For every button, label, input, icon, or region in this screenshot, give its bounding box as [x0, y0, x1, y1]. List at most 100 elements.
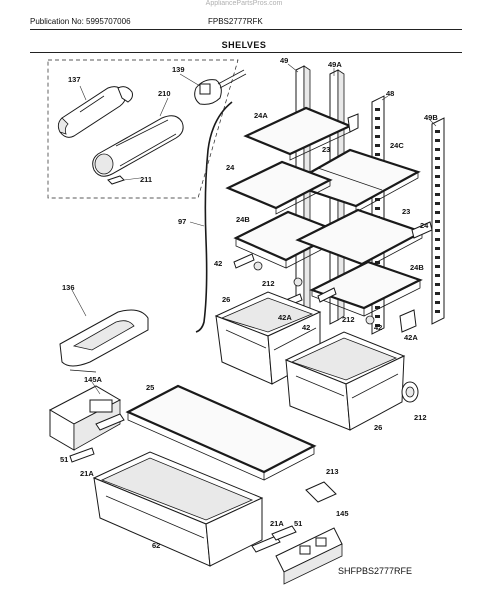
callout-213: 213 [326, 467, 339, 476]
ladder-slot [435, 238, 440, 241]
callout-211: 211 [140, 175, 152, 184]
crisper-drawer-26-left [214, 291, 322, 385]
callout-212-mid: 212 [342, 315, 355, 324]
dairy-door-145 [275, 527, 343, 585]
glass-shelf-24A [243, 106, 359, 161]
roller-212-b [293, 277, 303, 287]
section-title: SHELVES [221, 40, 267, 50]
callout-26-right: 26 [374, 423, 382, 432]
callout-42-left: 42 [214, 259, 222, 268]
ladder-slot [435, 310, 440, 313]
ladder-slot [375, 144, 380, 147]
hinge-51-right [271, 525, 297, 541]
glass-shelf-24C [287, 148, 421, 213]
ladder-slot [435, 148, 440, 151]
dairy-door-145A [48, 381, 122, 451]
callout-24B-left: 24B [236, 215, 250, 224]
roller-212-a [253, 261, 263, 271]
callout-42-right: 42 [374, 323, 382, 332]
callout-23-lower: 23 [402, 207, 410, 216]
cover-136 [59, 289, 149, 373]
callout-145: 145 [336, 509, 349, 518]
callout-21A-left: 21A [80, 469, 94, 478]
ladder-slot [435, 256, 440, 259]
ladder-slot [375, 126, 380, 129]
ladder-slot [435, 157, 440, 160]
callout-24A: 24A [254, 111, 268, 120]
glass-shelf-24-left [225, 160, 333, 215]
callout-210: 210 [158, 89, 171, 98]
callout-212-large: 212 [414, 413, 427, 422]
filter-head-139 [194, 69, 247, 105]
callout-48: 48 [386, 89, 394, 98]
callout-97: 97 [178, 217, 186, 226]
ladder-slot [435, 130, 440, 133]
crisper-drawer-26-right [284, 331, 406, 431]
callout-26-left: 26 [222, 295, 230, 304]
callout-42-mid: 42 [302, 323, 310, 332]
ladder-slot [435, 301, 440, 304]
ladder-slot [375, 261, 380, 264]
ladder-slot [435, 166, 440, 169]
ladder-slot [375, 324, 380, 327]
ladder-slot [375, 198, 380, 201]
callout-212-upper: 212 [262, 279, 275, 288]
header-rule [30, 29, 462, 30]
ladder-slot [375, 135, 380, 138]
callout-139: 139 [172, 65, 185, 74]
ladder-slot [435, 283, 440, 286]
bracket-42-a [233, 253, 255, 269]
ladder-slot [435, 220, 440, 223]
callout-49B: 49B [424, 113, 438, 122]
callout-24B-right: 24B [410, 263, 424, 272]
diagram-code: SHFPBS2777RFE [338, 566, 413, 576]
callout-42A-right: 42A [404, 333, 418, 342]
ladder-slot [375, 207, 380, 210]
glass-shelf-25 [125, 384, 317, 481]
ladder-slot [375, 108, 380, 111]
ladder-slot [435, 211, 440, 214]
ladder-slot [435, 229, 440, 232]
roller-212-c [365, 315, 375, 325]
model-number: FPBS2777RFK [208, 17, 263, 26]
glass-shelf-24-right [295, 208, 433, 271]
bracket-42A-right [399, 309, 417, 333]
ladder-slot [435, 175, 440, 178]
filter-housing-210 [92, 115, 184, 177]
clip-21A-right [251, 535, 281, 553]
ladder-slot [375, 153, 380, 156]
clip-21A-left [95, 413, 125, 431]
gasket-213 [305, 481, 337, 503]
callout-21A-right: 21A [270, 519, 284, 528]
roller-212-large [401, 381, 419, 403]
ladder-slot [375, 117, 380, 120]
bracket-42-c [317, 287, 337, 303]
pan-drawer-62 [92, 451, 264, 567]
ladder-slot [435, 184, 440, 187]
ladder-slot [435, 202, 440, 205]
ladder-slot [375, 306, 380, 309]
callout-24C: 24C [390, 141, 404, 150]
hinge-51-left [69, 447, 95, 463]
filter-clip-211 [107, 175, 125, 185]
callout-25: 25 [146, 383, 154, 392]
ladder-slot [375, 315, 380, 318]
callout-24-right: 24 [420, 221, 429, 230]
callout-62: 62 [152, 541, 160, 550]
callout-24-left: 24 [226, 163, 235, 172]
callout-145A: 145A [84, 375, 103, 384]
filter-cartridge-137 [57, 86, 133, 138]
callout-42A-mid: 42A [278, 313, 292, 322]
publication-number: Publication No: 5995707006 [30, 17, 131, 26]
water-tube-97 [195, 101, 233, 333]
callout-49: 49 [280, 56, 288, 65]
watermark: AppliancePartsPros.com [205, 0, 283, 7]
callout-23-upper: 23 [322, 145, 330, 154]
ladder-slot [435, 292, 440, 295]
ladder-slot [435, 247, 440, 250]
callout-137: 137 [68, 75, 81, 84]
callout-labels: 137 139 210 211 97 136 145A 51 21A 25 62… [60, 56, 438, 550]
ladder-slot [435, 139, 440, 142]
ladder-slot [435, 265, 440, 268]
